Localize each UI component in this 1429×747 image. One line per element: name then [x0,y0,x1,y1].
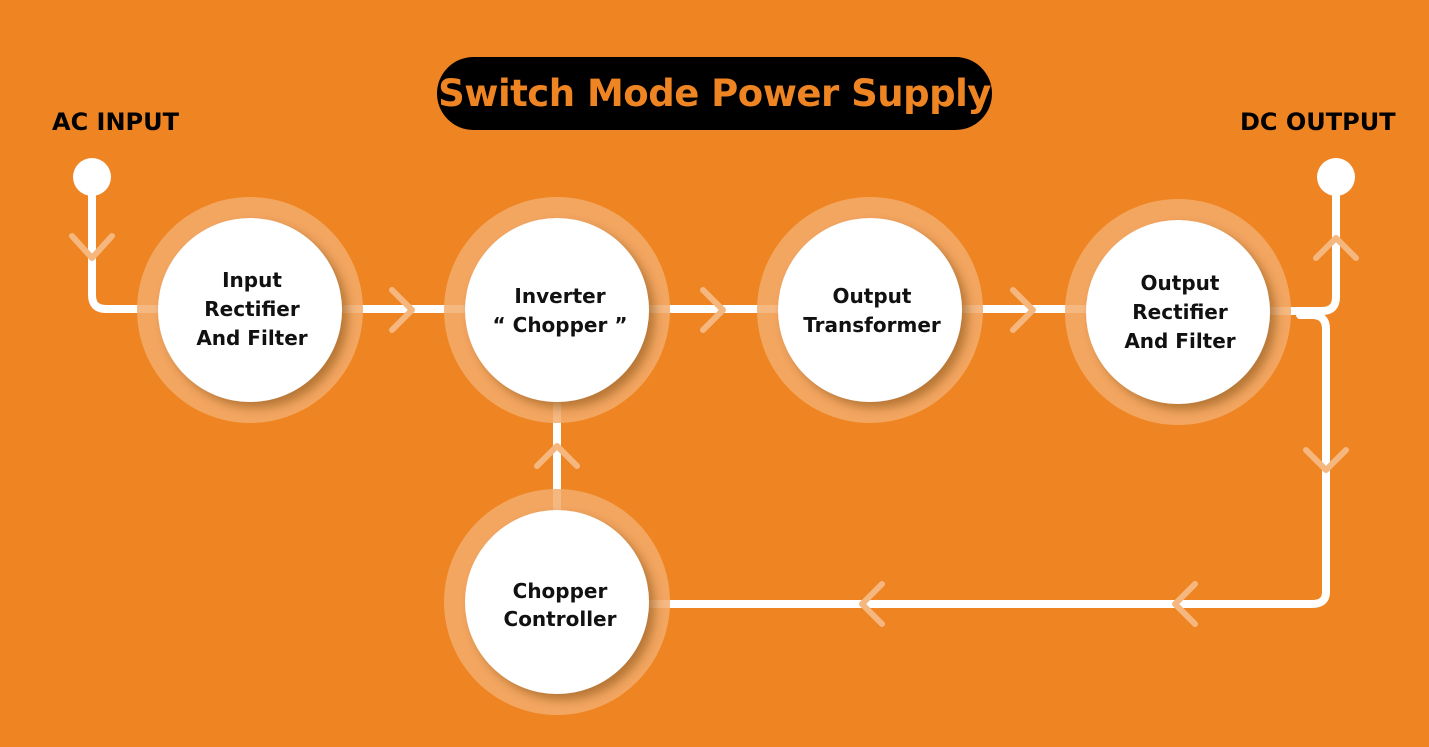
node-inverter: Inverter“ Chopper ” [444,197,670,423]
page-title: Switch Mode Power Supply [438,72,991,115]
chevron-down-icon [1303,447,1349,473]
ac-input-terminal [73,158,111,196]
ac-input-label: AC INPUT [52,108,180,136]
chevron-down-icon [69,233,115,261]
chevron-up-icon [534,443,580,469]
chevron-right-icon [1010,287,1036,333]
chevron-right-icon [389,287,415,333]
title-banner: Switch Mode Power Supply [437,57,992,130]
dc-output-terminal [1317,158,1355,196]
main-flow-line [88,173,1184,313]
chevron-up-icon [1313,235,1359,261]
chevron-left-icon [859,581,885,627]
dc-output-label: DC OUTPUT [1240,108,1396,136]
chevron-right-icon [700,287,726,333]
output-line [1176,173,1340,315]
svg-text:Inverter“ Chopper ”: Inverter“ Chopper ” [493,284,628,337]
feedback-line [556,311,1330,608]
chevron-left-icon [1172,581,1198,627]
